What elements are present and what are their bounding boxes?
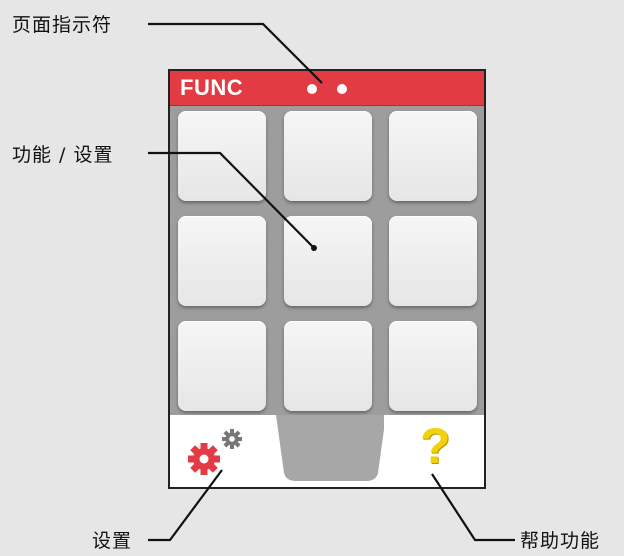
function-tile[interactable] [284,111,372,201]
function-settings-label: 功能 / 设置 [12,144,114,166]
gears-icon [188,429,242,475]
function-tile[interactable] [178,216,266,306]
callout-line-help [431,473,515,542]
help-label: 帮助功能 [520,530,601,552]
function-tile[interactable] [389,321,477,411]
help-button[interactable]: ? [384,415,484,487]
page-tab[interactable] [274,415,388,487]
callout-line-settings [148,469,223,542]
function-tile[interactable] [389,216,477,306]
page-dot-1[interactable] [307,84,317,94]
settings-button[interactable] [170,415,274,487]
function-tile[interactable] [389,111,477,201]
function-tile[interactable] [178,321,266,411]
bottom-bar: ? [170,415,484,487]
device-screen: FUNC [168,69,486,489]
page-dot-2[interactable] [337,84,347,94]
callout-dot-function-settings [311,245,317,251]
header-title: FUNC [180,75,244,100]
settings-label: 设置 [92,530,133,552]
tab-shape [276,415,386,481]
question-mark-icon: ? [420,418,451,474]
function-grid [178,111,478,419]
page-indicator-label: 页面指示符 [12,14,113,36]
callout-line-page-indicator [148,22,323,84]
function-tile[interactable] [284,321,372,411]
screen-header: FUNC [170,71,484,106]
callout-line-function-settings [148,151,315,249]
